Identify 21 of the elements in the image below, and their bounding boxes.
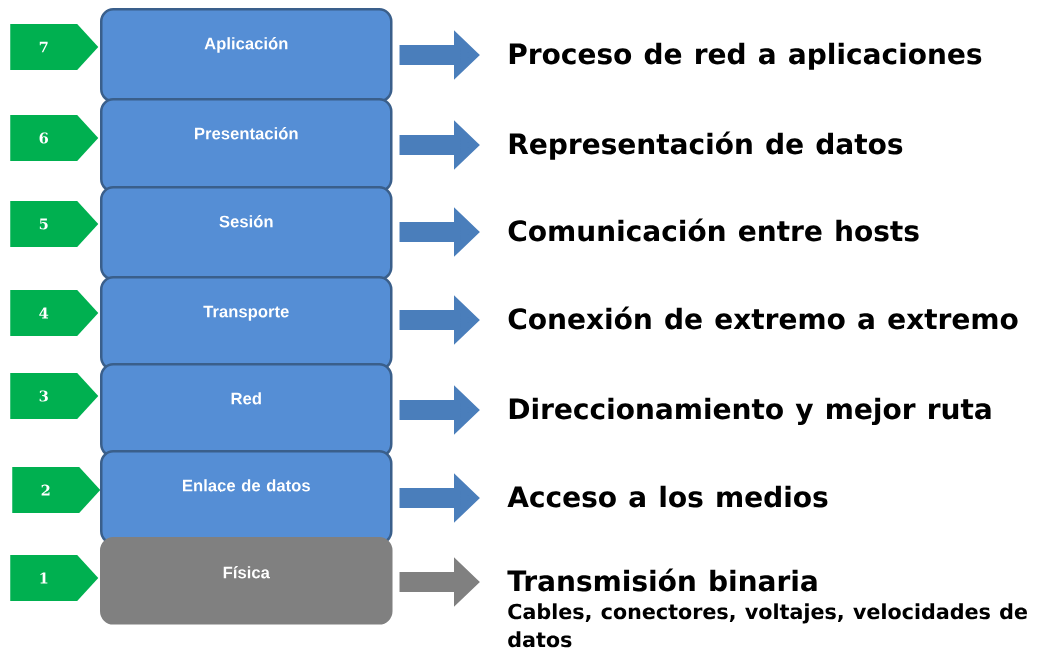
number-tag: 6 [10,115,99,161]
layer-box: Sesión [100,186,393,281]
layer-box: Red [100,363,393,458]
description-text: Comunicación entre hosts [508,218,919,242]
layer-box: Presentación [100,98,393,193]
layer-box: Física [100,537,393,625]
number-tag: 1 [10,555,99,601]
description-text: Acceso a los medios [507,485,828,508]
layer-box: Aplicación [100,8,393,103]
number-tag: 3 [10,373,99,419]
description-text: Proceso de red a aplicaciones [509,42,982,70]
description-text: Transmisión binaria Cables, conectores, voltajes, velocidades de datos [507,568,1027,648]
number-tag: 7 [10,24,99,70]
layer-box: Enlace de datos [100,450,393,545]
description-text: Direccionamiento y mejor ruta [509,397,991,426]
number-tag: 5 [10,201,99,247]
number-tag: 2 [12,467,101,513]
layer-box: Transporte [100,276,393,371]
number-tag: 4 [10,290,99,336]
description-text: Representación de datos [509,131,903,160]
description-text: Conexión de extremo a extremo [508,306,1018,330]
